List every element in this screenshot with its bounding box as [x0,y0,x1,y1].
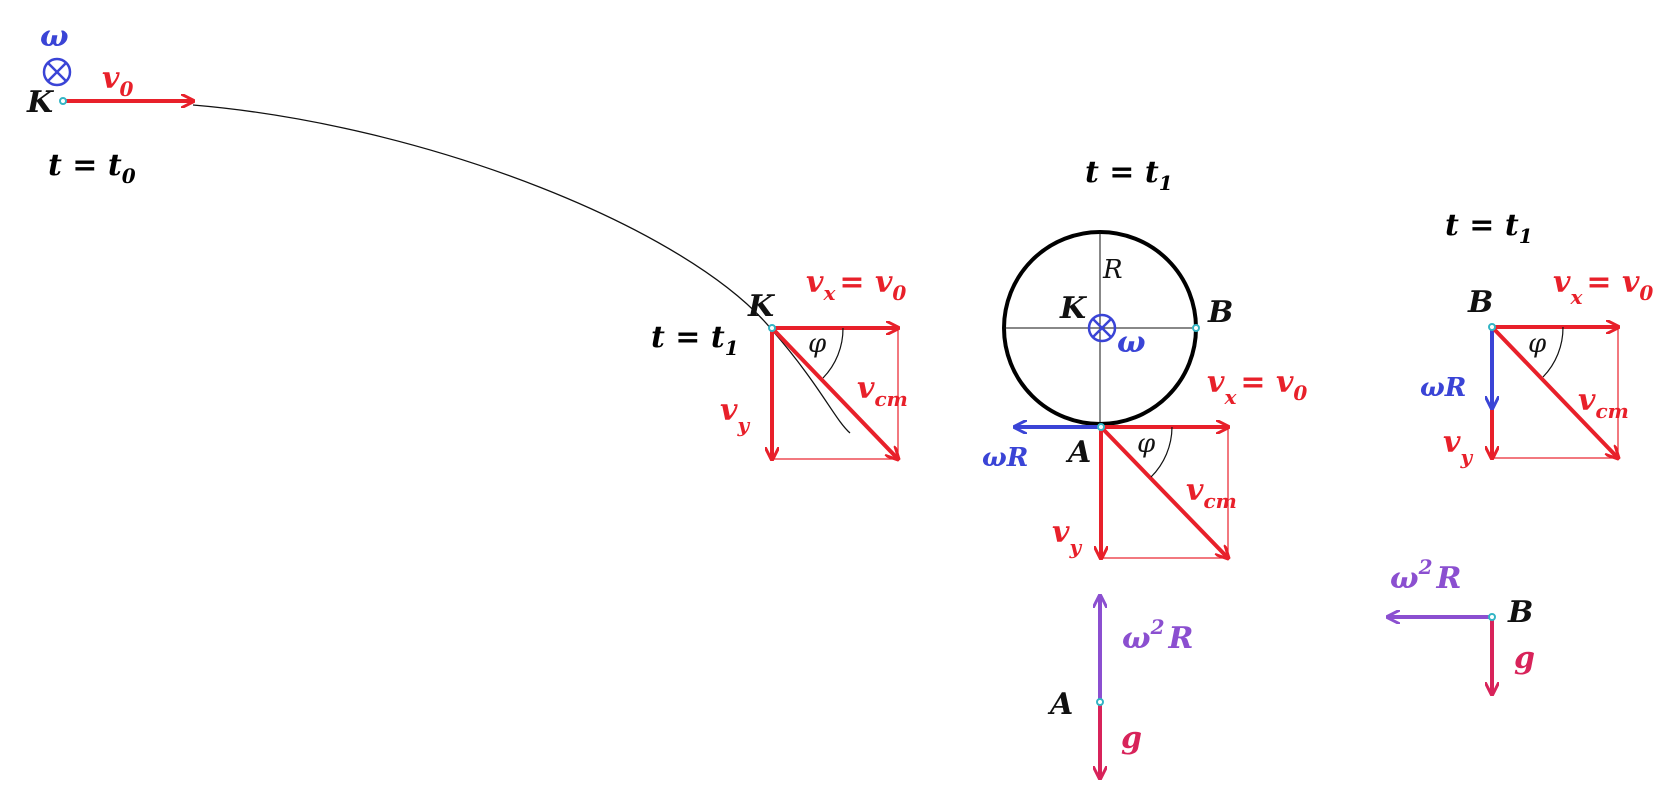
traj-point-label: K [747,289,776,324]
start-omega-label: ω [40,19,69,54]
wheel-center-label: K [1059,291,1088,326]
wheel-b-dot [1192,324,1200,332]
accel-b-dot [1488,613,1496,621]
pb-vy-label: vy [1443,425,1473,469]
wheel-omegaR-label: ωR [982,443,1028,473]
wheel-vcm-label: vcm [1186,473,1237,513]
traj-vcm-arrow [770,326,898,459]
start-group: ω K v0 t = t0 [26,19,193,188]
wheel-vcm-arrow [1099,425,1228,558]
pb-phi-arc [1542,326,1564,378]
traj-point-dot [768,324,776,332]
wheel-time-label: t = t1 [1085,155,1173,195]
trajectory-group: t = t1 K φ vx= v0 vy vcm [651,265,908,459]
pb-point-label: B [1467,285,1493,320]
traj-time-label: t = t1 [651,320,739,360]
wheel-b-label: B [1207,295,1233,330]
accel-b-point-label: B [1507,595,1533,630]
pb-phi-label: φ [1528,329,1547,359]
pb-point-dot [1488,323,1496,331]
start-point-label: K [26,85,55,120]
wheel-group: t = t1 R K ω B φ A ωR vx= v0 vy vcm [982,155,1307,559]
wheel-omega-icon [1087,313,1117,343]
pb-time-label: t = t1 [1445,208,1533,248]
pb-vcm-label: vcm [1578,383,1629,423]
trajectory-curve [192,104,851,434]
start-v0-label: v0 [102,61,133,101]
wheel-phi-arc [1150,426,1173,478]
traj-phi-arc [822,327,844,379]
pb-omegaR-label: ωR [1420,373,1466,403]
accel-a-g-label: g [1121,721,1142,756]
traj-vy-label: vy [720,393,750,437]
wheel-vy-label: vy [1052,515,1082,559]
wheel-a-label: A [1065,435,1091,470]
wheel-omega-label: ω [1117,325,1146,360]
pb-vx-label: vx= v0 [1553,265,1653,309]
accel-a-dot [1096,698,1104,706]
traj-phi-label: φ [808,329,827,359]
wheel-radius-label: R [1102,255,1123,285]
wheel-vx-label: vx= v0 [1207,365,1307,409]
traj-vx-label: vx= v0 [806,265,906,305]
wheel-a-dot [1097,423,1105,431]
pb-vcm-arrow [1490,325,1618,458]
start-omega-icon [42,57,72,87]
start-time-label: t = t0 [48,148,136,188]
start-point-dot [59,97,67,105]
traj-vcm-label: vcm [857,371,908,411]
point-b-group: t = t1 B φ ωR vx= v0 vy vcm [1420,208,1653,469]
wheel-phi-label: φ [1137,429,1156,459]
accel-b-g-label: g [1514,641,1535,676]
accel-a-point-label: A [1047,687,1073,722]
